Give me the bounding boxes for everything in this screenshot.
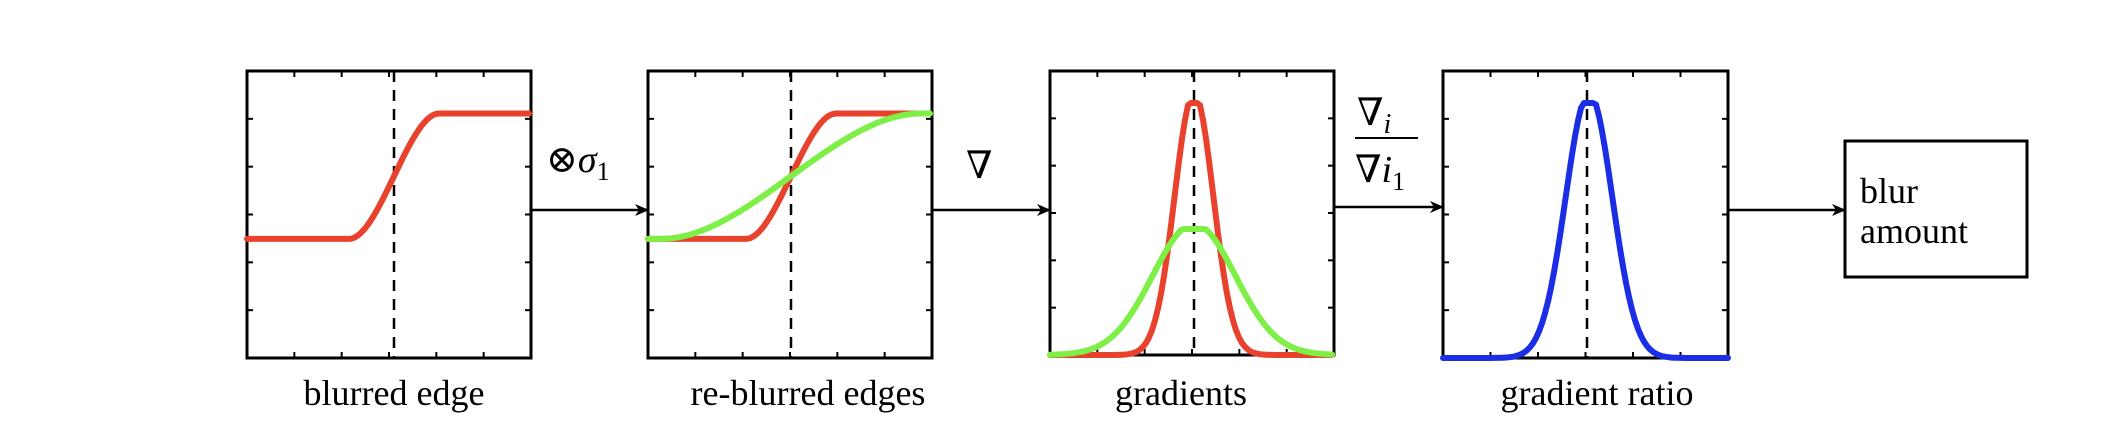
ratio-den-subscript: 1 xyxy=(1392,167,1405,196)
output-box-line1: blur xyxy=(1860,171,1918,211)
convolve-step: ⊗σ1 xyxy=(531,139,649,216)
ratio-den-var: i xyxy=(1382,149,1393,191)
gradient-curves xyxy=(1047,100,1335,358)
edge-curves xyxy=(645,110,933,242)
output-box-frame xyxy=(1843,139,2029,279)
edge-curves xyxy=(244,110,532,242)
plot-frame xyxy=(1441,69,1730,360)
panel-gradient-ratio: gradient ratio xyxy=(1440,69,1731,413)
panel-gradients: gradients xyxy=(1047,69,1336,413)
panel-caption: gradient ratio xyxy=(1501,373,1694,413)
gradient-step: ∇ xyxy=(932,145,1051,216)
axis-ticks xyxy=(1443,71,1728,358)
axis-ticks xyxy=(1050,71,1334,355)
gradient-operator-label: ∇ xyxy=(966,145,993,187)
panel-caption: blurred edge xyxy=(304,373,485,413)
ratio-numerator: ∇i xyxy=(1357,92,1391,140)
otimes-symbol: ⊗ xyxy=(546,139,578,181)
nabla-symbol: ∇ xyxy=(1357,92,1384,134)
ratio-curves xyxy=(1440,100,1731,361)
panel-caption: gradients xyxy=(1115,373,1247,413)
ratio-step: ∇i ∇i1 xyxy=(1334,92,1444,213)
panel-blurred-edge: blurred edge xyxy=(244,69,533,413)
blue-curve xyxy=(1440,100,1731,361)
ratio-num-subscript: i xyxy=(1384,109,1392,140)
red-curve xyxy=(244,110,532,242)
green-curve xyxy=(645,110,933,242)
panel-reblurred-edges: re-blurred edges xyxy=(645,69,934,413)
blur-amount-box: blur amount xyxy=(1843,139,2029,279)
sigma-symbol: σ xyxy=(578,139,598,181)
red-curve xyxy=(1047,100,1335,358)
output-box-line2: amount xyxy=(1860,211,1968,251)
plot-frame xyxy=(1048,69,1336,357)
ratio-denominator: ∇i1 xyxy=(1355,149,1405,196)
axis-ticks xyxy=(247,71,531,358)
convolve-operator-label: ⊗σ1 xyxy=(546,139,610,186)
sigma-subscript: 1 xyxy=(597,157,610,186)
nabla-symbol: ∇ xyxy=(1355,149,1382,191)
green-curve xyxy=(1047,226,1335,358)
panel-caption: re-blurred edges xyxy=(691,373,926,413)
